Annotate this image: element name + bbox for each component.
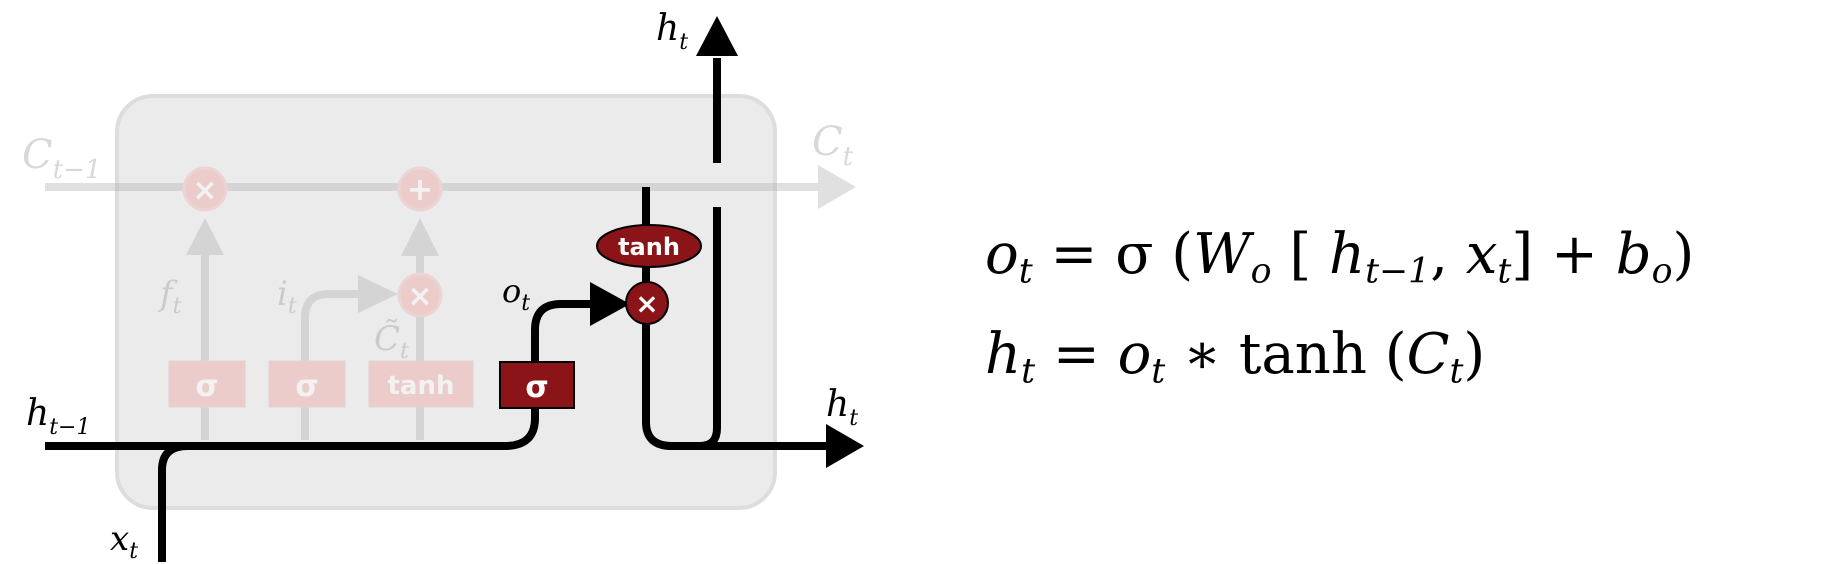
- input-multiply-node: [397, 272, 443, 318]
- input-multiply-symbol: ×: [407, 279, 432, 314]
- h-prev-to-output-gate-path: [45, 406, 539, 450]
- forget-multiply-symbol: ×: [192, 173, 217, 208]
- h-out-right-label: ht: [826, 384, 858, 431]
- candidate-gate-label: tanh: [388, 371, 455, 401]
- o-gate-label: ot: [502, 272, 530, 316]
- c-prev-label: Ct−1: [22, 132, 101, 185]
- x-input-label: xt: [110, 519, 138, 564]
- input-add-arrow-head: [401, 218, 439, 256]
- input-gate-path: [301, 290, 360, 440]
- input-gate-label: σ: [295, 369, 318, 404]
- cell-tanh-label: tanh: [618, 233, 680, 261]
- i-gate-label: it: [277, 274, 297, 319]
- forget-multiply-node: [182, 166, 228, 212]
- h-out-top-label: ht: [656, 8, 688, 55]
- c-next-label: Ct: [812, 119, 854, 172]
- equations-block: ot = σ (Wo [ ht−1, xt] + bo) ht = ot ∗ t…: [985, 205, 1805, 405]
- forget-gate-box: [168, 360, 246, 408]
- cell-tanh-node: [596, 224, 702, 268]
- c-tilde-label: C̃t: [374, 319, 409, 364]
- output-multiply-symbol: ×: [635, 287, 658, 320]
- forget-gate-arrow-head: [186, 218, 224, 255]
- h-prev-label: ht−1: [26, 393, 90, 440]
- lstm-output-gate-diagram: × + × σ σ tanh Ct−1 Ct ft it C̃t: [22, 8, 864, 564]
- inactive-cell-paths: × + × σ σ tanh Ct−1 Ct ft it C̃t: [22, 119, 856, 440]
- output-gate-arrow-head: [590, 282, 630, 326]
- output-multiply-node: [625, 281, 669, 325]
- input-gate-arrow-head: [358, 275, 398, 313]
- h-out-top-arrow-head: [696, 16, 738, 56]
- output-gate-label: σ: [525, 370, 548, 405]
- output-gate-to-multiply-path: [531, 300, 598, 362]
- cell-state-arrow-head: [818, 165, 856, 209]
- hidden-state-equation: ht = ot ∗ tanh (Ct): [985, 322, 1486, 392]
- active-output-path: σ tanh × ht−1 xt ot ht ht: [26, 8, 864, 564]
- lstm-cell-box: [115, 94, 777, 510]
- input-gate-box: [268, 360, 346, 408]
- output-gate-equation: ot = σ (Wo [ ht−1, xt] + bo): [985, 222, 1695, 292]
- x-input-path: [158, 442, 189, 562]
- cell-add-node: [397, 166, 443, 212]
- output-gate-box: [499, 361, 575, 409]
- multiply-to-h-out-path: [642, 320, 829, 450]
- h-out-right-arrow-head: [826, 424, 864, 468]
- cell-add-symbol: +: [407, 170, 434, 208]
- forget-gate-label: σ: [195, 369, 218, 404]
- h-out-up-path: [699, 207, 721, 450]
- candidate-gate-box: [368, 360, 474, 408]
